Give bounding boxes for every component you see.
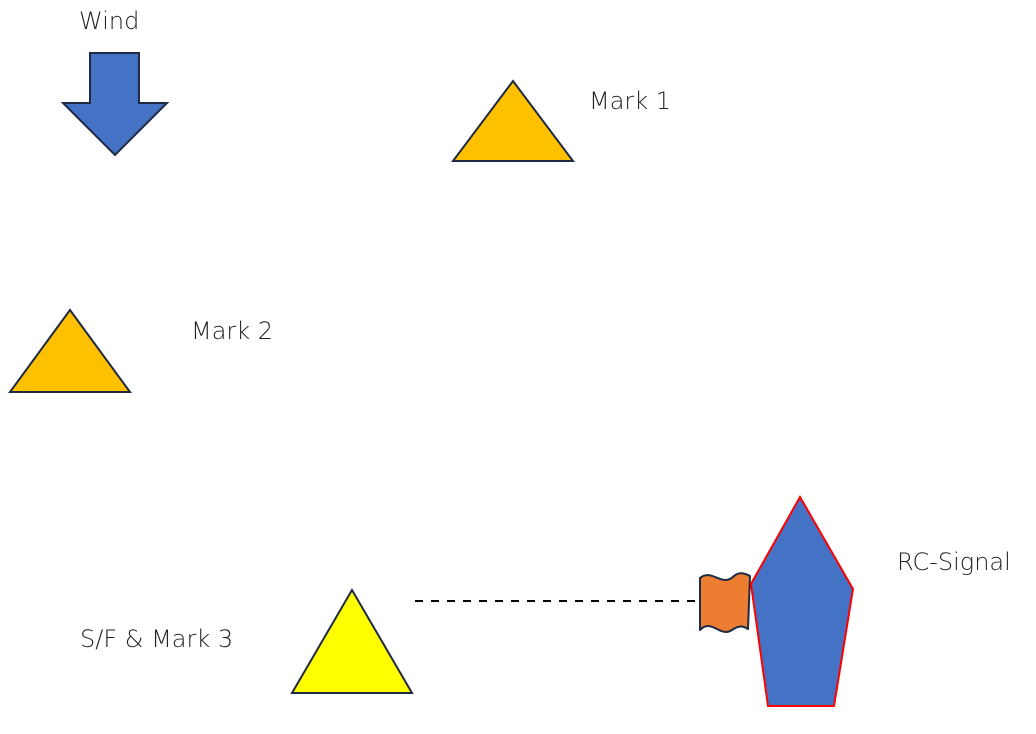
- wind-arrow-icon: [60, 52, 170, 157]
- start-finish-label: S/F & Mark 3: [80, 625, 234, 653]
- signal-flag-icon: [699, 572, 751, 633]
- mark-2-label: Mark 2: [191, 317, 274, 345]
- mark-2-icon: [8, 308, 132, 393]
- mark-1-icon: [451, 79, 575, 162]
- rc-signal-label: RC-Signal: [897, 548, 1011, 576]
- wind-label: Wind: [79, 7, 140, 35]
- committee-boat-icon: [749, 494, 855, 707]
- mark-1-label: Mark 1: [589, 87, 672, 115]
- start-finish-mark-icon: [290, 588, 414, 694]
